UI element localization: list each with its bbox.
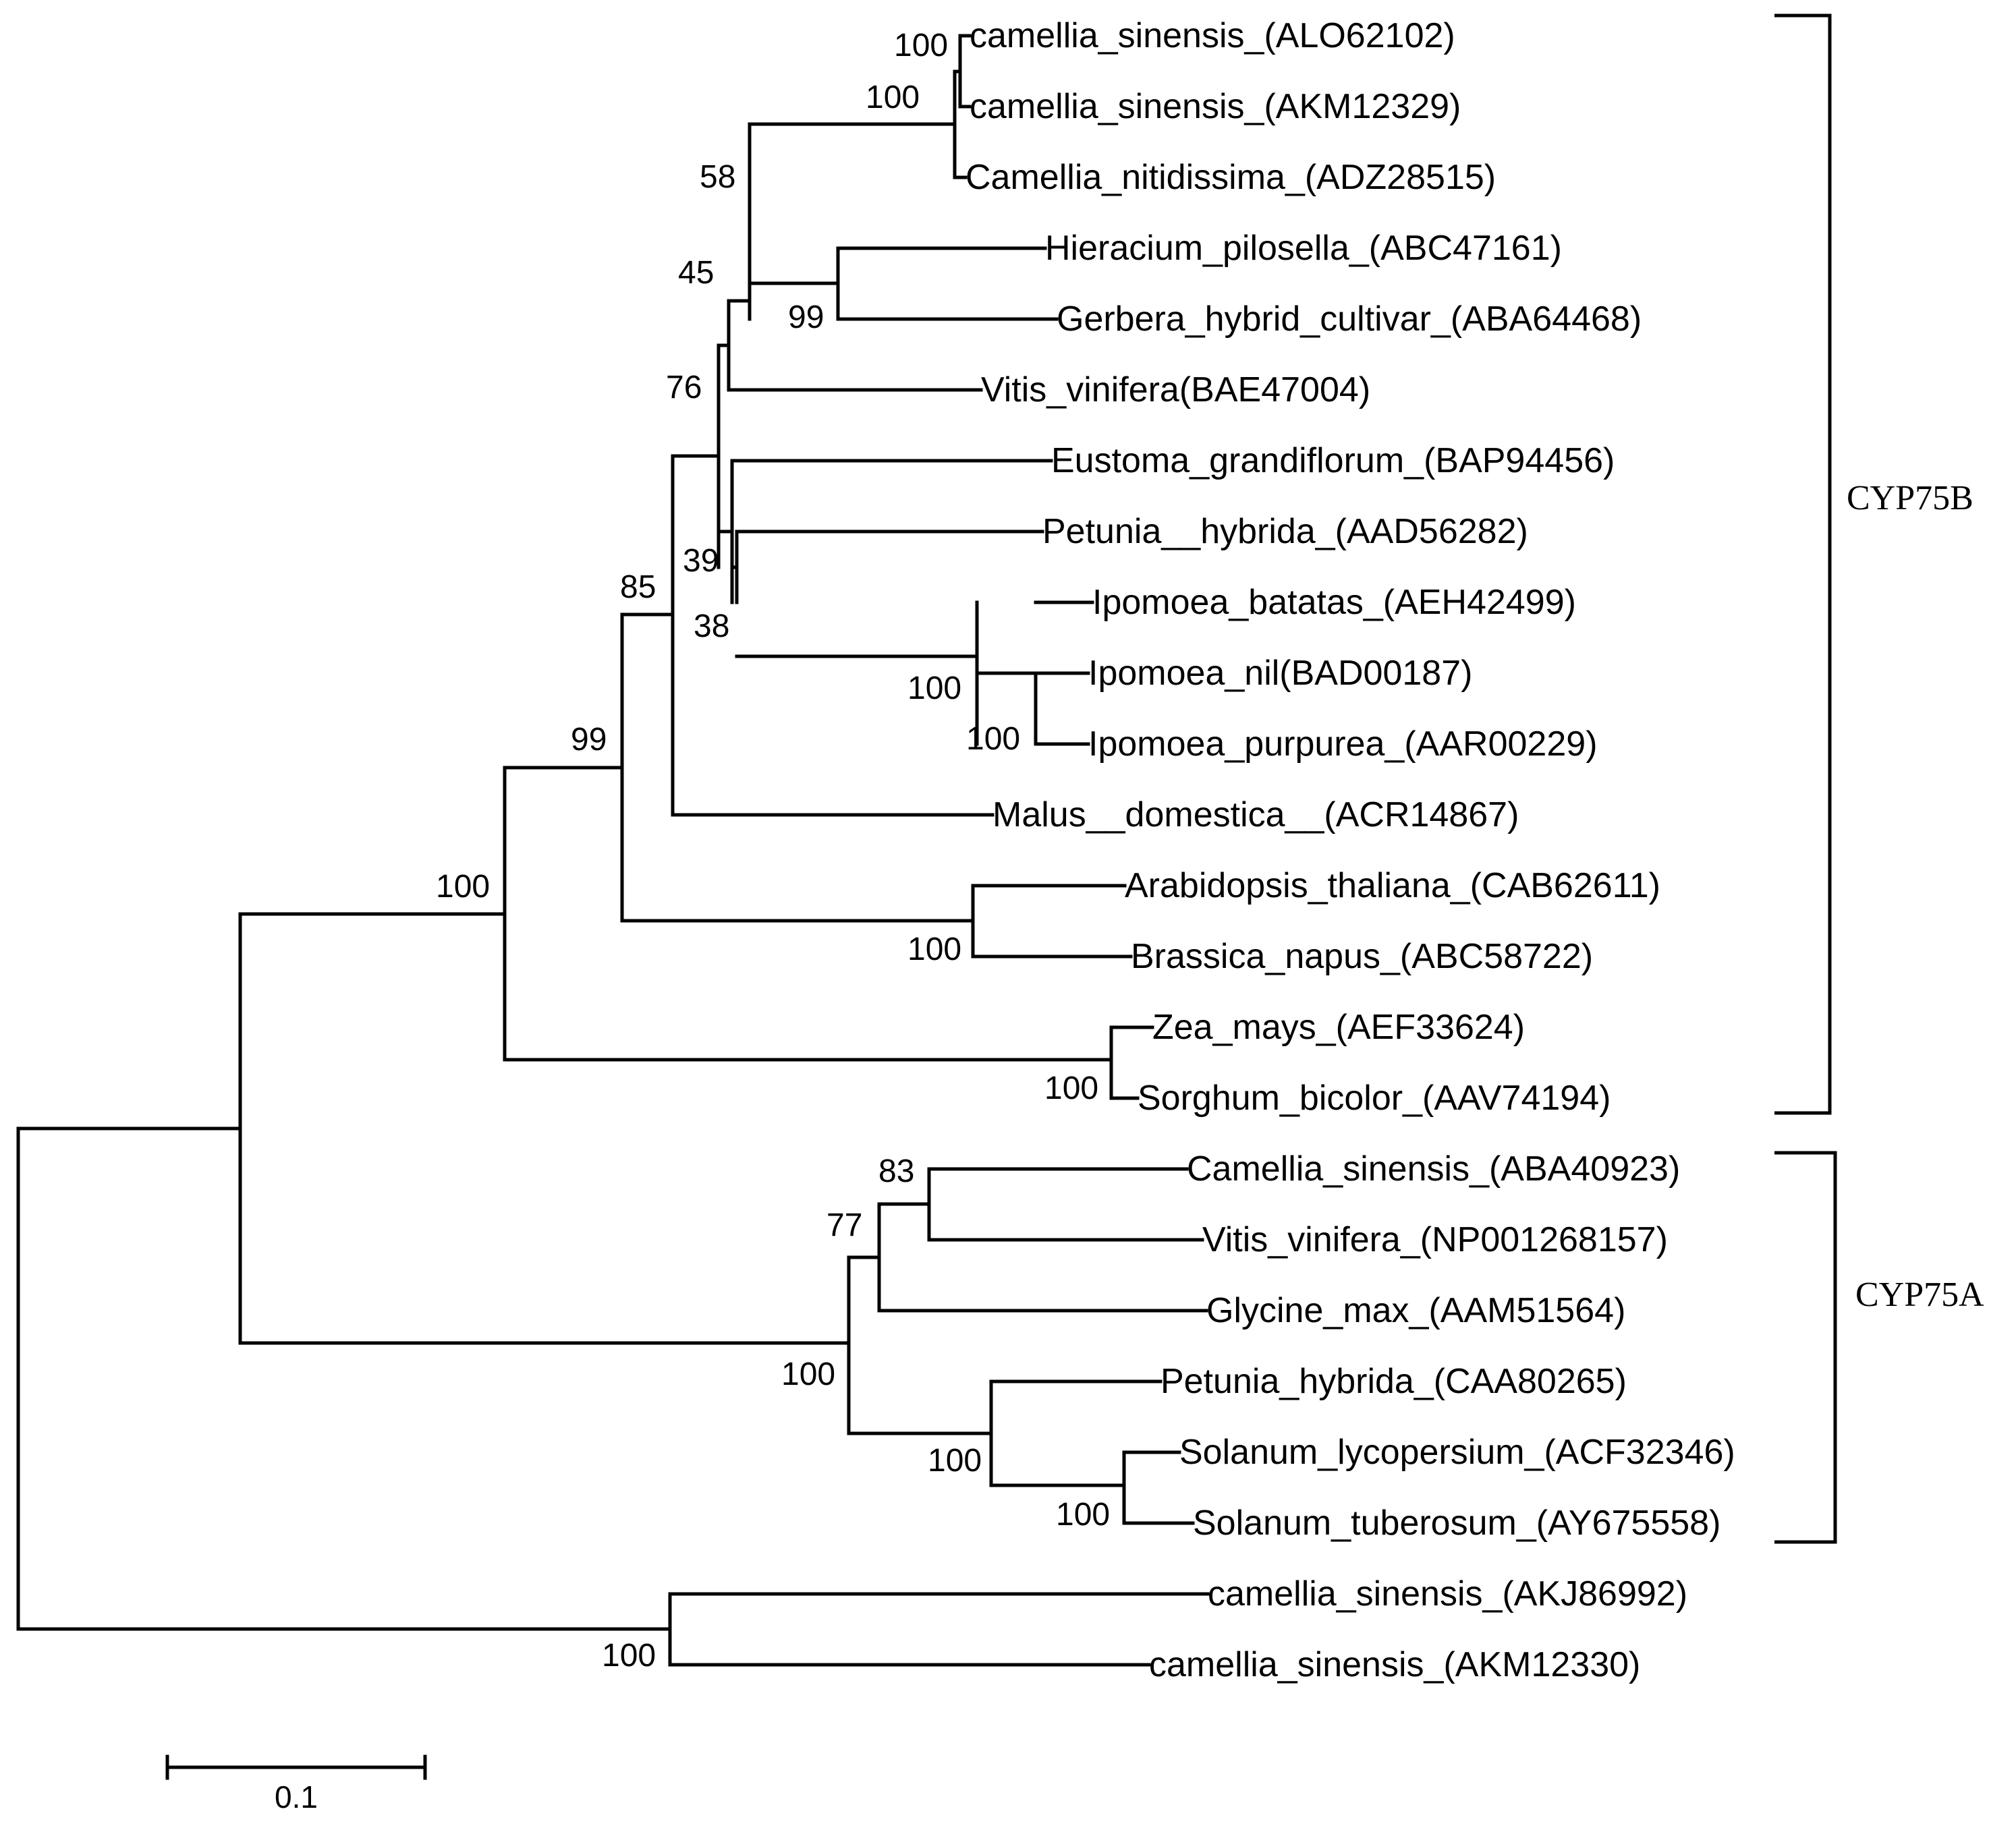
bootstrap-value: 99: [571, 722, 607, 758]
bootstrap-value: 39: [683, 543, 719, 579]
scale-bar: 0.1: [165, 1754, 427, 1815]
taxon-label: Vitis_vinifera_(NP001268157): [1202, 1220, 1668, 1259]
taxon-label: Gerbera_hybrid_cultivar_(ABA64468): [1057, 299, 1642, 339]
bootstrap-value: 100: [907, 670, 961, 706]
bootstrap-value: 100: [602, 1638, 656, 1674]
taxon-label: Solanum_lycopersium_(ACF32346): [1179, 1433, 1735, 1472]
bootstrap-value: 100: [894, 28, 948, 63]
bootstrap-value: 100: [928, 1443, 982, 1479]
taxon-label: Glycine_max_(AAM51564): [1206, 1291, 1625, 1330]
bootstrap-value: 38: [694, 608, 729, 644]
taxon-label: Petunia_hybrida_(CAA80265): [1160, 1362, 1627, 1401]
bootstrap-value: 100: [436, 869, 490, 905]
tree-branches: [16, 34, 1210, 1667]
taxon-label: Vitis_vinifera(BAE47004): [981, 370, 1370, 409]
bootstrap-value: 100: [866, 80, 920, 115]
bootstrap-value: 45: [678, 255, 714, 291]
taxon-label: Arabidopsis_thaliana_(CAB62611): [1125, 866, 1660, 905]
taxon-label: Brassica_napus_(ABC58722): [1131, 937, 1593, 976]
clade-bracket-cyp75a: [1774, 1151, 1837, 1544]
bootstrap-value: 100: [781, 1356, 835, 1392]
taxon-label: Camellia_sinensis_(ABA40923): [1187, 1149, 1680, 1189]
clade-bracket-cyp75b: [1774, 13, 1832, 1115]
clade-brackets: CYP75B CYP75A: [1774, 13, 1984, 1544]
bootstrap-value: 100: [1044, 1070, 1098, 1106]
taxon-labels: camellia_sinensis_(ALO62102) camellia_si…: [965, 16, 1735, 1684]
taxon-label: Zea_mays_(AEF33624): [1152, 1008, 1525, 1047]
bootstrap-value: 83: [878, 1153, 914, 1189]
bootstrap-value: 99: [788, 299, 824, 335]
taxon-label: Petunia__hybrida_(AAD56282): [1042, 512, 1528, 551]
taxon-label: Camellia_nitidissima_(ADZ28515): [965, 158, 1496, 197]
bootstrap-value: 100: [907, 932, 961, 967]
bootstrap-value: 85: [620, 569, 656, 605]
taxon-label: camellia_sinensis_(AKM12329): [970, 87, 1461, 126]
taxon-label: Solanum_tuberosum_(AY675558): [1193, 1504, 1720, 1543]
bootstrap-value: 58: [700, 159, 735, 195]
taxon-label: Malus__domestica__(ACR14867): [992, 795, 1519, 834]
taxon-label: Eustoma_grandiflorum_(BAP94456): [1051, 441, 1615, 480]
scale-bar-label: 0.1: [275, 1779, 318, 1815]
taxon-label: Hieracium_pilosella_(ABC47161): [1045, 229, 1562, 268]
clade-label-cyp75a: CYP75A: [1855, 1276, 1984, 1314]
bootstrap-value: 77: [827, 1207, 862, 1243]
bootstrap-value: 76: [666, 370, 702, 405]
bootstrap-value: 100: [966, 721, 1020, 757]
taxon-label: Ipomoea_nil(BAD00187): [1088, 654, 1472, 693]
clade-label-cyp75b: CYP75B: [1847, 479, 1973, 517]
taxon-label: Sorghum_bicolor_(AAV74194): [1138, 1079, 1611, 1118]
bootstrap-value: 100: [1056, 1497, 1110, 1533]
taxon-label: Ipomoea_batatas_(AEH42499): [1092, 583, 1576, 622]
taxon-label: Ipomoea_purpurea_(AAR00229): [1088, 724, 1598, 764]
taxon-label: camellia_sinensis_(ALO62102): [970, 16, 1455, 55]
taxon-label: camellia_sinensis_(AKJ86992): [1208, 1574, 1687, 1613]
bootstrap-values: 100 100 58 45 99 76 39 38 100 100 85 99 …: [436, 28, 1110, 1674]
taxon-label: camellia_sinensis_(AKM12330): [1149, 1645, 1640, 1684]
